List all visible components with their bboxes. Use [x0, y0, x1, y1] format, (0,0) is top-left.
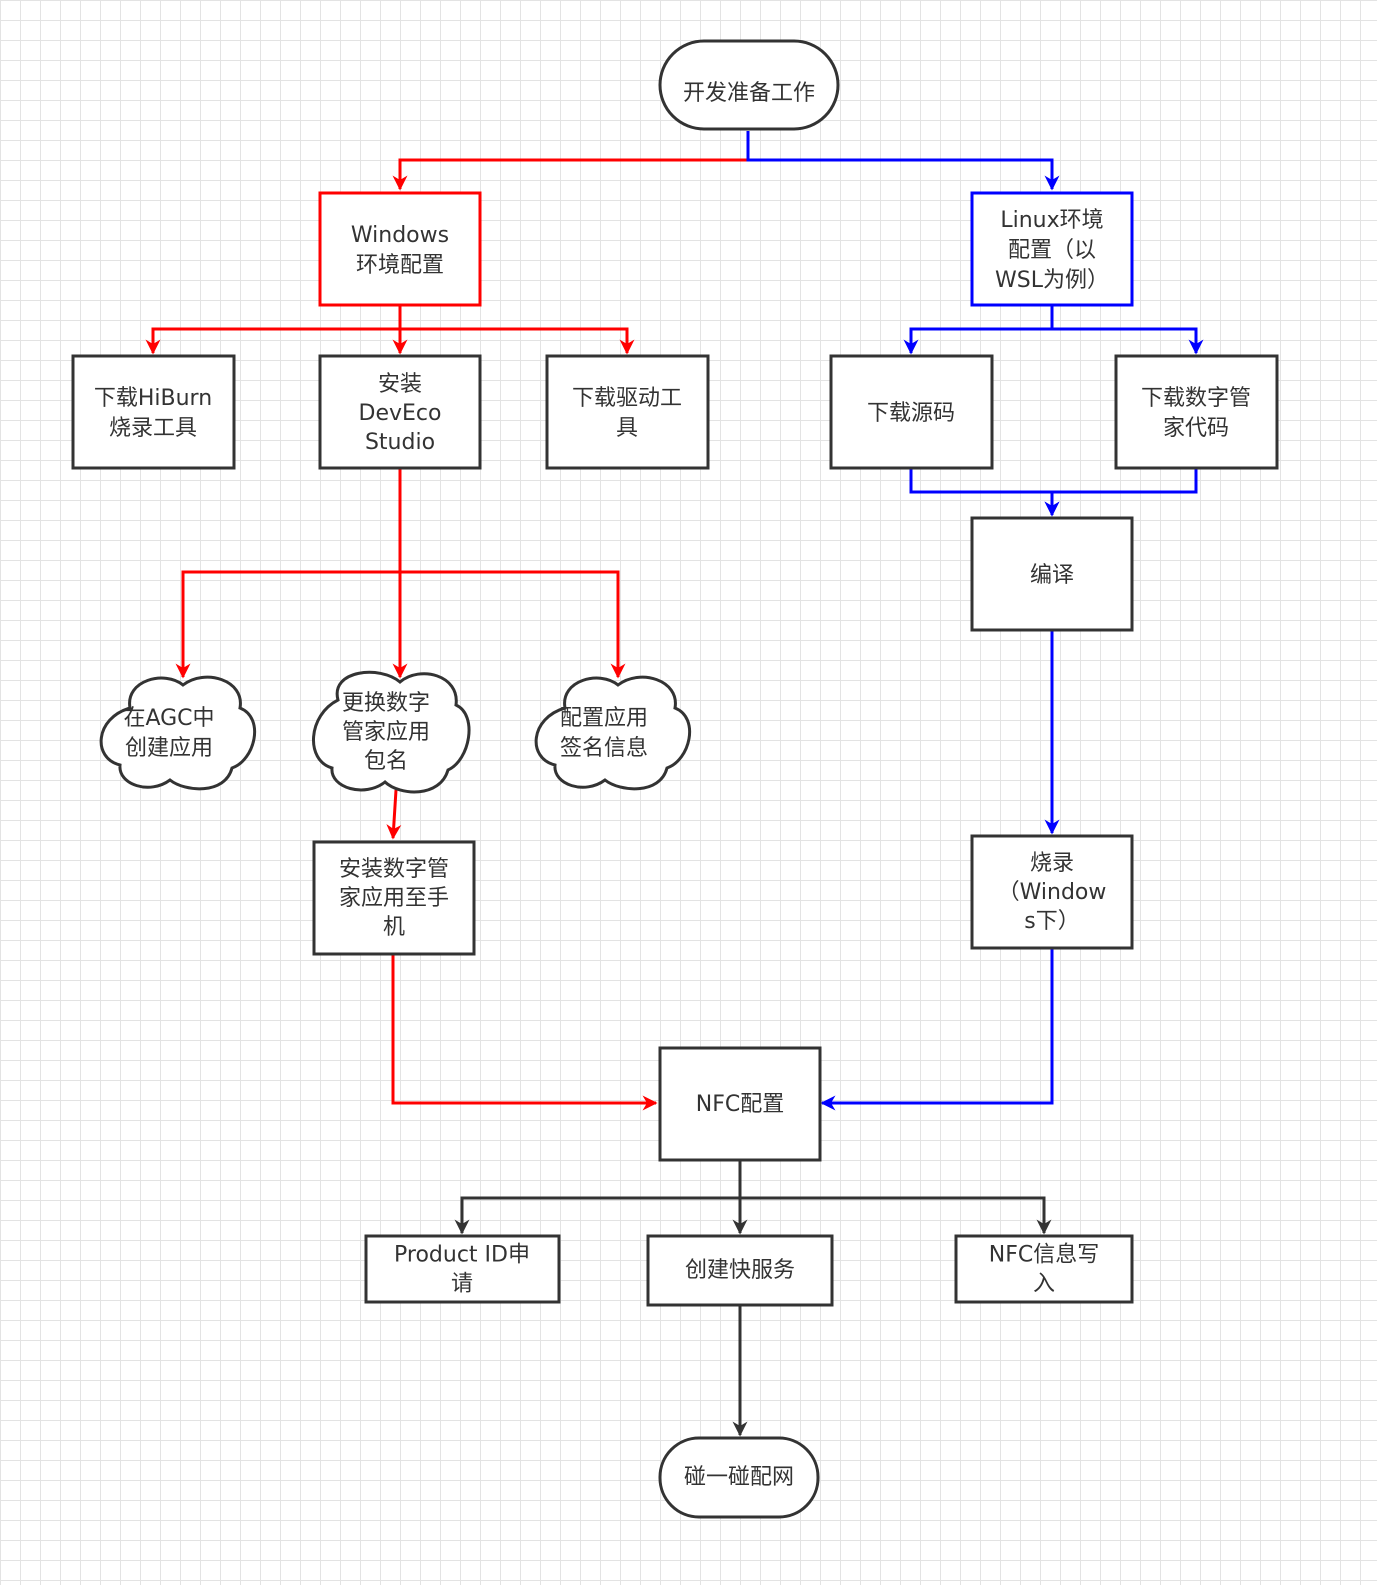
install-line: 安装数字管: [339, 857, 449, 882]
burn-line: 烧录: [1030, 851, 1074, 876]
edge-nfc-product: [454, 1160, 742, 1235]
compile-box: [970, 516, 1134, 632]
nfc-line: NFC配置: [696, 1092, 784, 1117]
deveco-box: [318, 354, 482, 470]
butler-code-line: 家代码: [1163, 416, 1229, 441]
nfcwrite-box: [954, 1234, 1134, 1304]
driver-label: 下载驱动工具: [572, 386, 682, 441]
hiburn-box: [71, 354, 236, 470]
install-label: 安装数字管家应用至手机: [339, 857, 449, 940]
quick-line: 创建快服务: [685, 1258, 795, 1283]
compile-label: 编译: [1030, 563, 1074, 588]
pkg-line: 管家应用: [342, 720, 430, 745]
driver-line: 具: [616, 416, 638, 441]
nfcwrite-label: NFC信息写入: [989, 1243, 1099, 1297]
edge-windows-driver: [398, 305, 635, 355]
edge-deveco-sign: [400, 570, 626, 679]
hiburn-label: 下载HiBurn 烧录工具: [94, 386, 212, 441]
edge-start-windows: [392, 131, 750, 191]
burn-line: s下）: [1024, 909, 1079, 934]
pkg-cloud: [311, 670, 471, 794]
connectors: [145, 131, 1204, 1437]
install-line: 家应用至手: [339, 886, 449, 911]
end-label: 碰一碰配网: [684, 1465, 794, 1490]
edge-linux-butler: [1050, 305, 1204, 355]
agc-line: 创建应用: [125, 736, 213, 761]
nfc-label: NFC配置: [696, 1092, 784, 1117]
end-terminal: [658, 1436, 820, 1519]
edge-linux-src: [903, 305, 1054, 355]
install-line: 机: [383, 915, 405, 940]
edge-deveco-agc: [175, 467, 402, 679]
nfcwrite-line: NFC信息写: [989, 1243, 1099, 1268]
pkg-label: 更换数字管家应用包名: [342, 691, 430, 774]
hiburn-line: 烧录工具: [109, 416, 197, 441]
start-label: 开发准备工作: [683, 81, 815, 106]
linux-env-label: Linux环境配置（以 WSL为例）: [995, 208, 1109, 293]
edge-burn-nfc: [820, 948, 1054, 1111]
driver-line: 下载驱动工: [572, 386, 682, 411]
butler-code-label: 下载数字管家代码: [1141, 386, 1251, 441]
end-line: 碰一碰配网: [684, 1465, 794, 1490]
pkg-line: 更换数字: [342, 691, 430, 716]
product-line: 请: [451, 1272, 473, 1297]
node-shapes: [71, 39, 1279, 1519]
agc-cloud: [99, 675, 257, 791]
linux-env-box: [970, 191, 1134, 307]
src-label: 下载源码: [867, 401, 955, 426]
linux-env-line: WSL为例）: [995, 268, 1109, 293]
src-line: 下载源码: [867, 401, 955, 426]
product-line: Product ID申: [394, 1243, 530, 1268]
edge-src-compile: [909, 467, 1060, 517]
edge-windows-hiburn: [145, 305, 402, 355]
agc-label: 在AGC中创建应用: [123, 706, 214, 761]
install-box: [312, 840, 476, 956]
node-labels: 开发准备工作 Windows 环境配置 Linux环境配置（以 WSL为例） 下载H…: [94, 81, 1251, 1490]
windows-env-box: [318, 191, 482, 307]
pkg-line: 包名: [364, 749, 408, 774]
deveco-line: 安装: [378, 372, 422, 397]
deveco-line: DevEco: [359, 401, 442, 426]
burn-label: 烧录 （Window s下）: [998, 851, 1107, 934]
compile-line: 编译: [1030, 563, 1074, 588]
agc-line: 在AGC中: [123, 706, 214, 731]
quick-label: 创建快服务: [685, 1258, 795, 1283]
butler-code-box: [1114, 354, 1279, 470]
nfc-box: [658, 1046, 822, 1162]
windows-env-line: Windows: [351, 223, 449, 248]
linux-env-line: 配置（以: [1008, 238, 1096, 263]
sign-cloud: [534, 675, 692, 791]
edge-start-linux: [746, 131, 1060, 191]
driver-box: [545, 354, 710, 470]
butler-code-line: 下载数字管: [1141, 386, 1251, 411]
hiburn-line: 下载HiBurn: [94, 386, 212, 411]
linux-env-line: Linux环境: [1000, 208, 1103, 233]
burn-line: （Window: [998, 880, 1107, 905]
windows-env-line: 环境配置: [356, 253, 444, 278]
burn-box: [970, 834, 1134, 950]
sign-line: 配置应用: [560, 706, 648, 731]
sign-line: 签名信息: [560, 736, 648, 761]
product-box: [364, 1234, 561, 1304]
edge-butler-compile: [1044, 467, 1198, 517]
edge-pkg-install: [386, 789, 402, 840]
nfcwrite-line: 入: [1033, 1272, 1055, 1297]
product-label: Product ID申请: [394, 1243, 530, 1297]
start-line: 开发准备工作: [683, 81, 815, 106]
windows-env-label: Windows 环境配置: [351, 223, 449, 278]
quick-box: [646, 1234, 834, 1307]
sign-label: 配置应用签名信息: [560, 706, 648, 761]
edge-install-nfc: [391, 955, 658, 1111]
src-box: [829, 354, 994, 470]
start-terminal: [658, 39, 840, 131]
edge-nfc-write: [740, 1196, 1052, 1235]
deveco-line: Studio: [365, 430, 435, 455]
